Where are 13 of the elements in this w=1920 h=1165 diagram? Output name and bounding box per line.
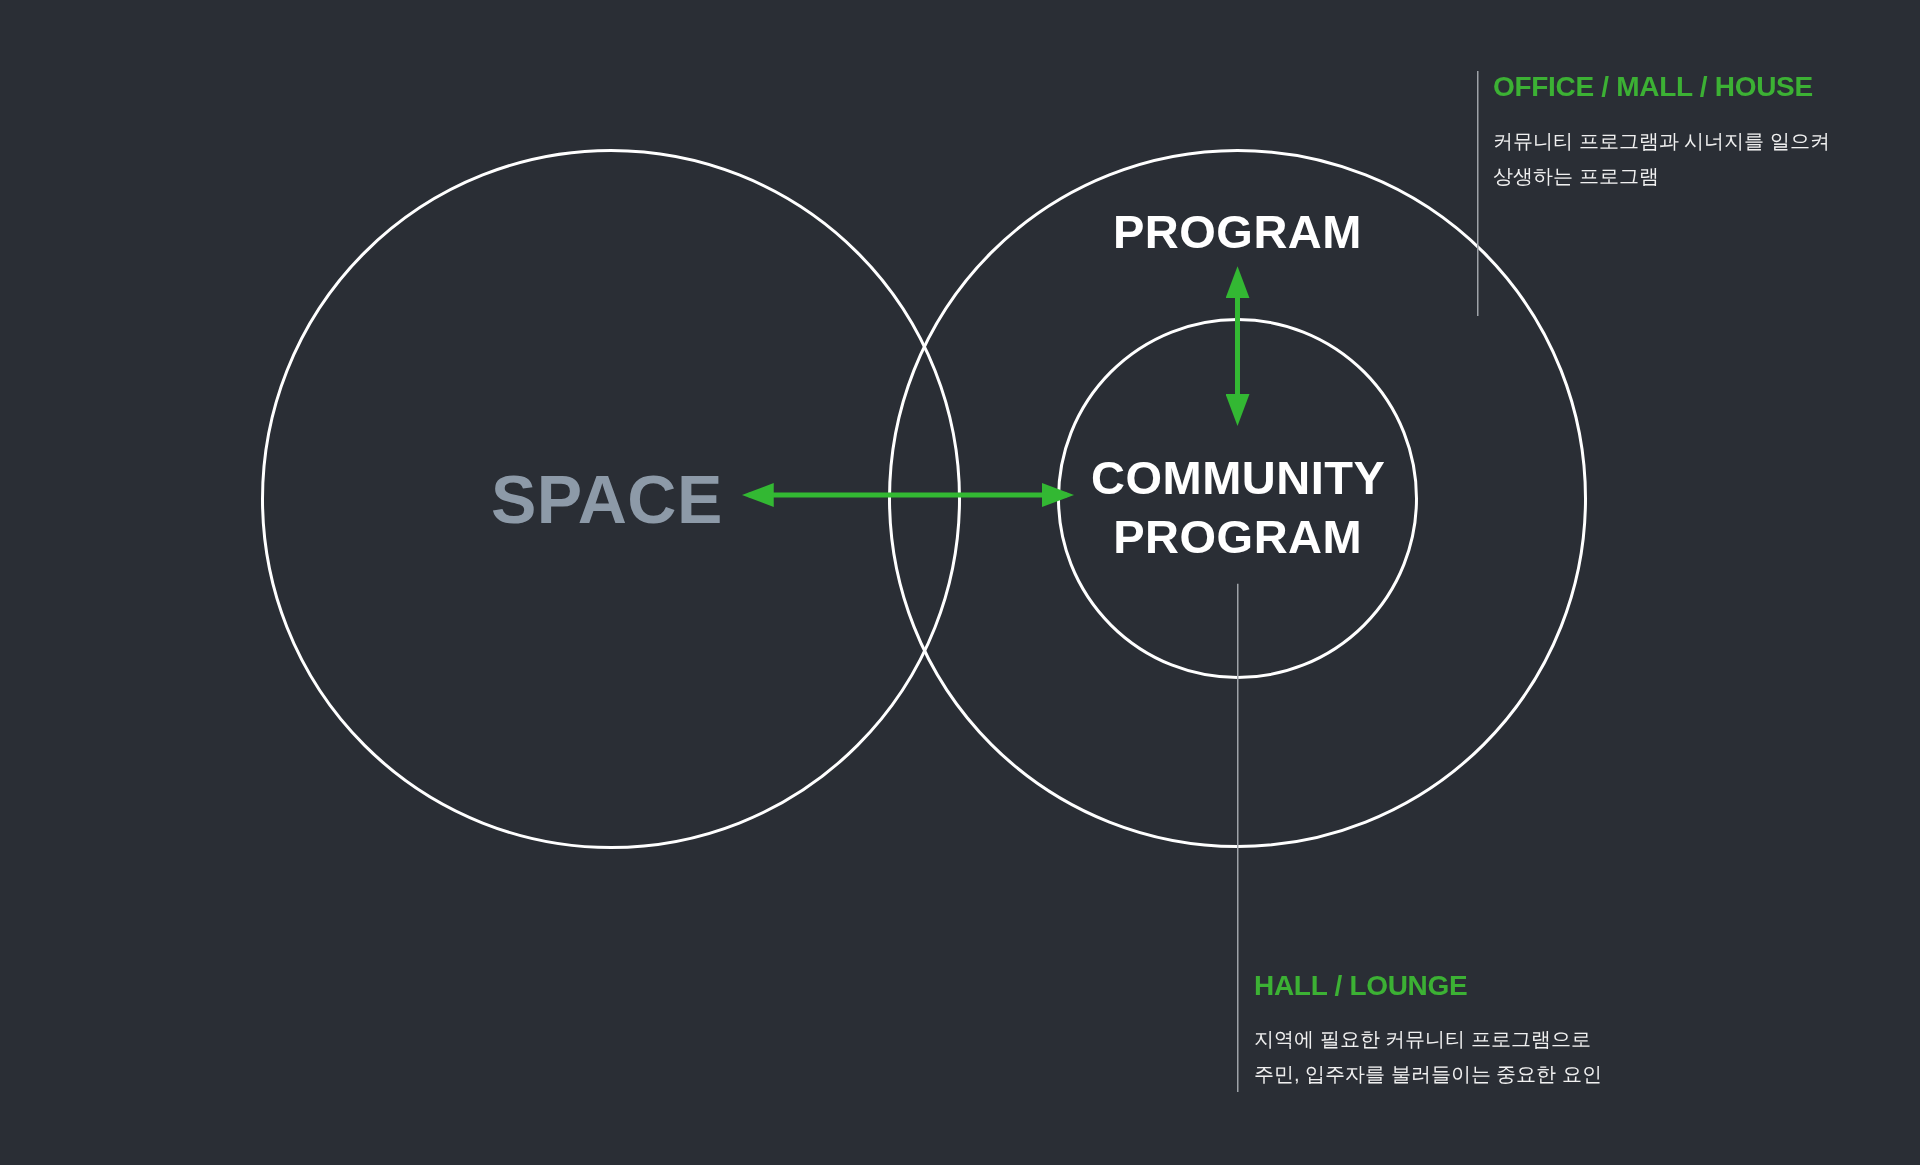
inner-circle: [1057, 318, 1418, 679]
double-arrow: [1225, 266, 1250, 426]
annotation-heading: HALL / LOUNGE: [1254, 970, 1468, 1002]
leader-line: [1237, 582, 1239, 1093]
annotation-heading: OFFICE / MALL / HOUSE: [1493, 71, 1813, 103]
annotation-text: 지역에 필요한 커뮤니티 프로그램으로 주민, 입주자를 불러들이는 중요한 요인: [1254, 1027, 1603, 1087]
circle-label: COMMUNITY PROGRAM: [1091, 450, 1385, 565]
circle-label: PROGRAM: [1113, 203, 1362, 260]
circle-outline: [261, 149, 961, 849]
circle-label: SPACE: [491, 459, 723, 539]
annotation-text: 커뮤니티 프로그램과 시너지를 일으켜 상생하는 프로그램: [1493, 129, 1831, 189]
leader-line: [1477, 70, 1479, 317]
double-arrow: [741, 483, 1074, 507]
